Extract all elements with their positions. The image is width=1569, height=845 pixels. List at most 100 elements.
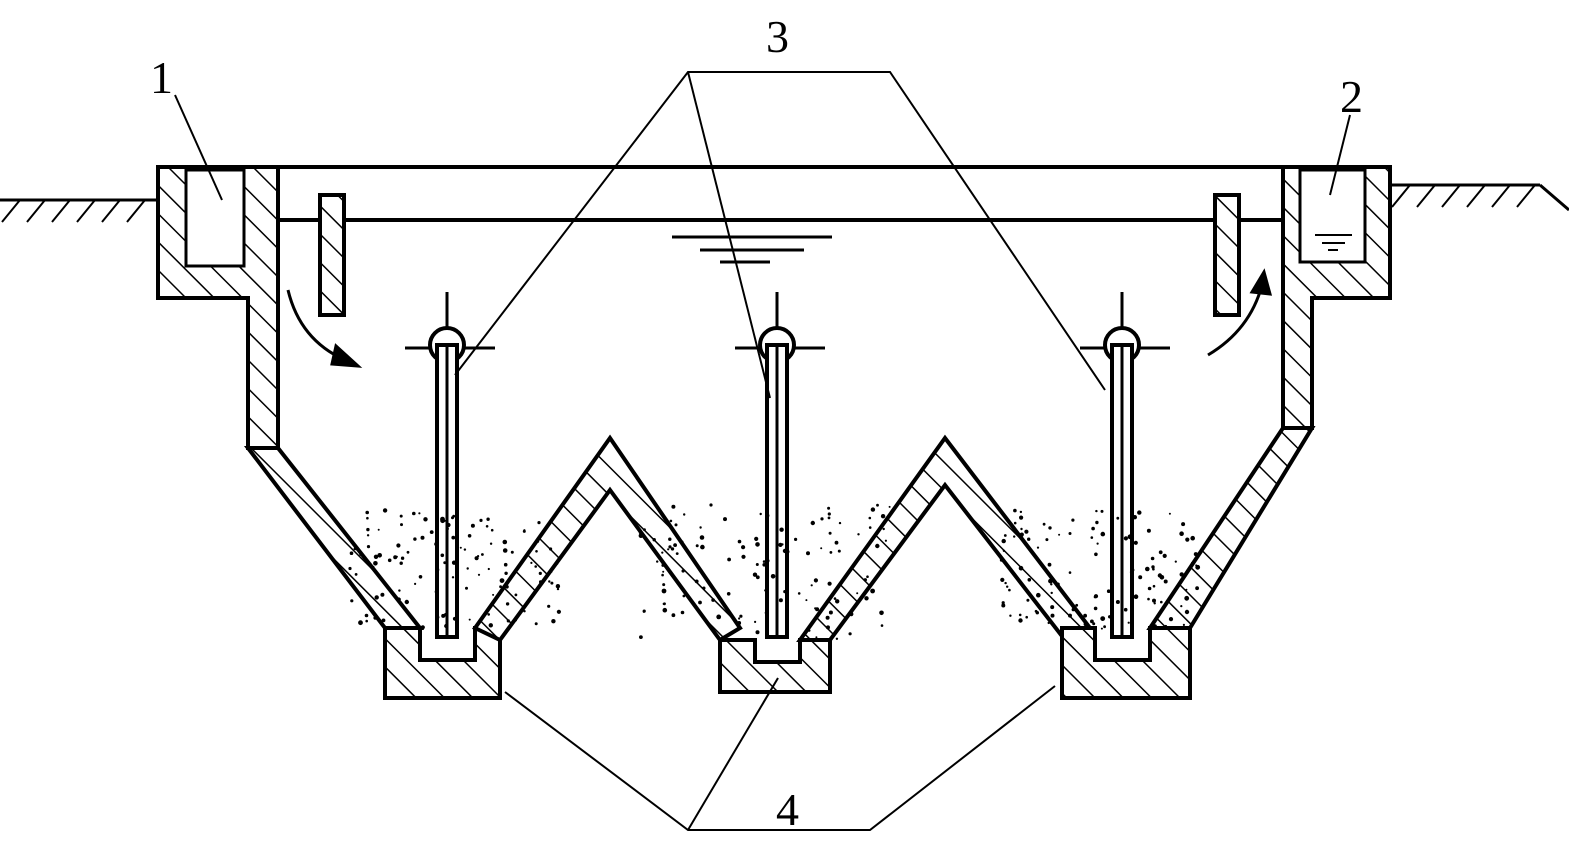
sludge-dot [550,581,554,585]
sludge-dot [876,503,879,507]
sludge-dot [1190,535,1195,541]
sludge-dot [1075,603,1079,607]
sludge-dot [1195,564,1198,567]
sludge-dot [467,534,472,538]
sludge-dot [382,508,388,513]
sludge-dot [1050,605,1055,610]
sludge-dot [488,623,493,628]
sludge-dot [765,558,770,563]
sludge-dot [699,535,705,540]
left-outer-wall [243,446,425,630]
sludge-dot [856,592,859,595]
sludge-dot [397,597,401,601]
sludge-dot [1056,582,1060,587]
sludge-dot [866,575,869,578]
label-sludge-hoppers: 4 [776,784,799,835]
sludge-dot [1019,532,1024,537]
sludge-dot [547,604,551,608]
sludge-dot [492,593,495,596]
sludge-dot [1100,531,1106,537]
sludge-dot [505,585,509,589]
sludge-dot [1158,550,1163,555]
sludge-dot [1050,591,1053,595]
sludge-dot [662,607,668,613]
sludge-dot [1006,585,1009,588]
sludge-dot [1058,533,1061,536]
sludge-dot [762,560,766,563]
sludge-dot [1185,537,1190,542]
sludge-dot [1001,603,1006,608]
ground-right [1390,183,1569,212]
sludge-dot [1115,600,1120,604]
sludge-dot [668,545,672,549]
sludge-dot [364,613,369,618]
sludge-dot [682,594,686,598]
water-level-symbol [672,235,832,264]
sludge-dot [698,600,702,605]
sludge-dot [1153,624,1157,629]
sludge-dot [1123,536,1128,541]
sludge-dot [680,610,685,615]
sludge-dot [1168,617,1174,622]
sludge-dot [550,570,553,573]
sludge-dot [489,542,493,545]
sludge-dot [486,517,490,521]
sludge-dot [1180,605,1183,608]
sludge-dot [435,567,440,572]
sludge-dot [726,592,731,596]
sludge-dot [667,548,670,551]
sludge-dot [1138,575,1143,580]
sludge-dot [556,587,560,591]
sludge-dot [354,573,358,576]
sludge-dot [1179,531,1184,536]
sludge-dot [1157,573,1163,578]
leader-lines [174,71,1351,831]
sludge-dot [879,610,884,616]
sludge-dot [1123,607,1128,612]
sludge-dot [884,539,888,542]
sludge-dot [1013,521,1017,525]
ridge-1 [471,434,743,643]
sludge-dot [737,621,742,625]
sludge-pipe-2 [735,292,825,639]
sludge-dot [1050,613,1055,618]
sludge-dot [828,531,832,535]
sludge-dot [1116,516,1120,520]
sludge-dot [399,514,403,518]
inlet-baffle [318,193,346,317]
sludge-dot [810,584,813,587]
baffles [318,193,1241,317]
sludge-dot [833,597,837,600]
sludge-dot [1019,510,1023,514]
sludge-dot [868,526,872,529]
sludge-dot [1153,602,1156,605]
sludge-dot [1083,622,1088,626]
sludge-dot [1147,586,1152,591]
sludge-dot [1091,526,1095,531]
sludge-dot [1068,613,1072,618]
sludge-pipe-3 [1080,292,1170,639]
sludge-dot [652,538,656,542]
outlet-water-level-symbol [1315,234,1352,251]
sludge-dot [1071,518,1075,522]
sludge-dot [1013,535,1016,538]
sludge-dot [1147,597,1150,601]
sludge-dot [534,622,538,626]
sludge-dot [373,554,379,559]
sludge-dot [888,505,891,508]
sludge-dot [699,526,702,529]
sludge-dot [1100,509,1104,513]
sludge-dot [1151,565,1155,569]
sludge-dot [377,553,383,558]
sludge-dot [477,555,480,558]
sludge-dot [1184,609,1190,615]
sludge-dot [451,576,455,579]
sludge-dot [779,527,784,532]
sludge-dot [835,637,839,640]
sludge-dot [406,550,410,554]
sludge-dot [440,516,445,522]
sludge-dot [764,589,767,592]
sludge-dot [695,544,699,548]
sludge-dot [418,575,423,579]
